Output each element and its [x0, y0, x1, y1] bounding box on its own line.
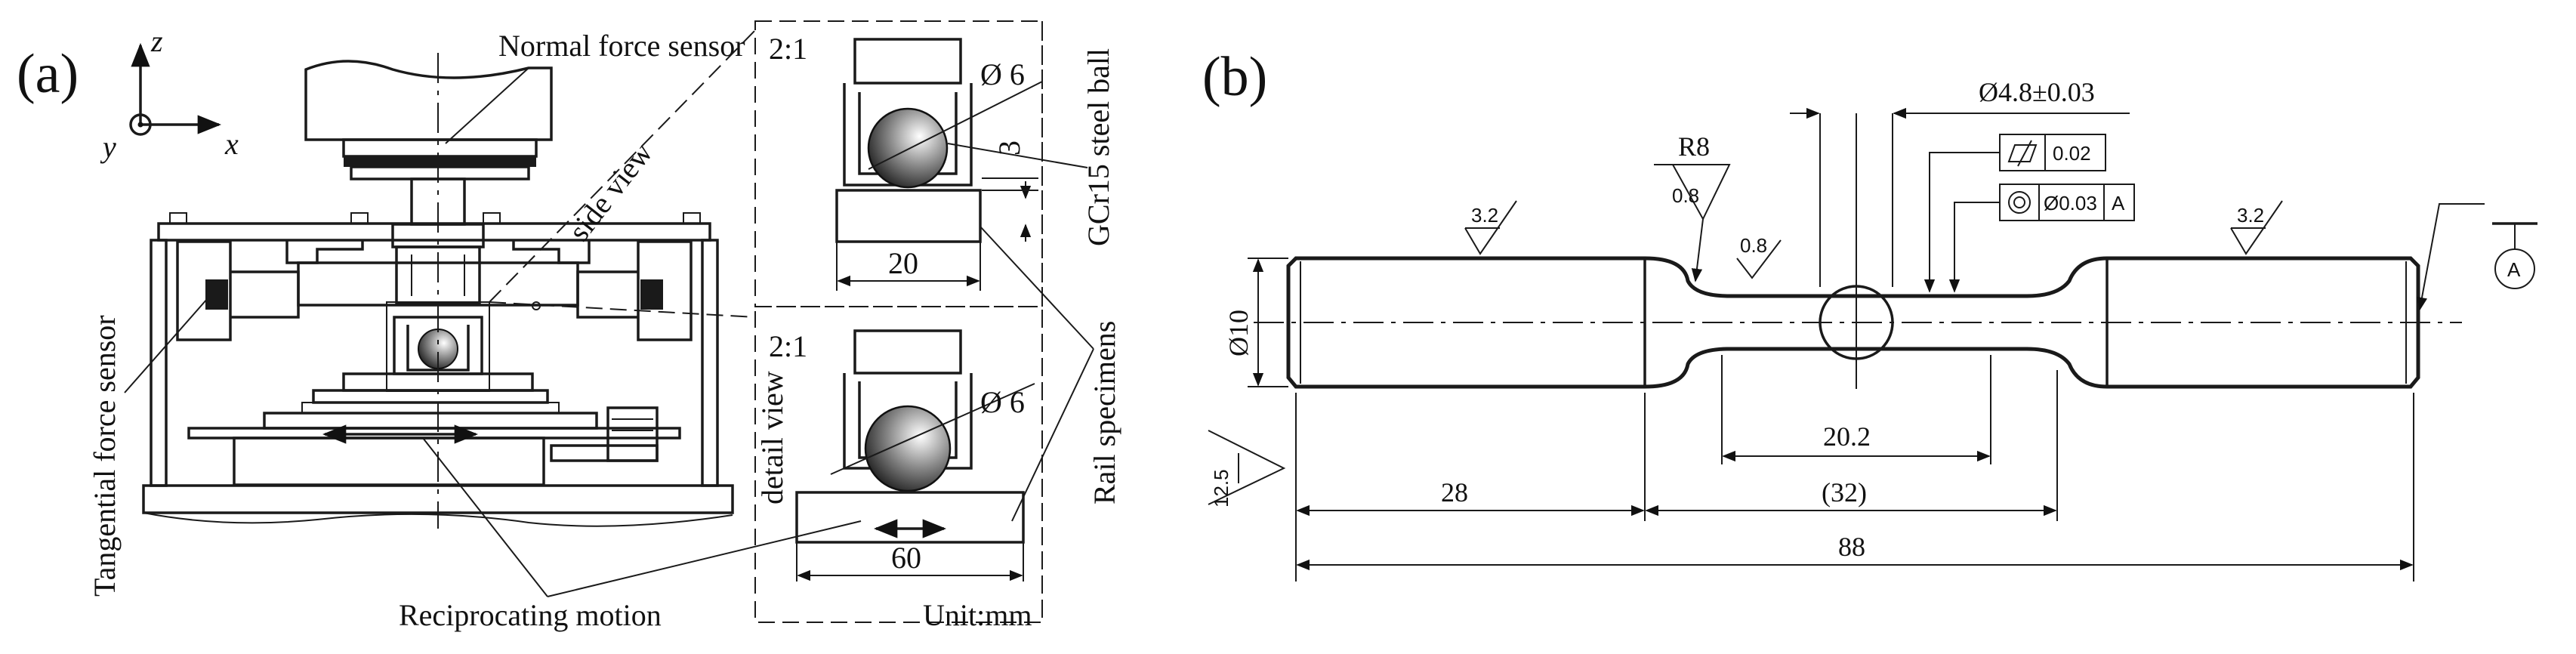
dim-88-label: 88: [1838, 532, 1865, 562]
reciprocating-leader-2: [547, 520, 862, 597]
ball-dia-top-label: Ø 6: [980, 57, 1025, 91]
side-view-guide: [489, 29, 756, 303]
datum-a-label: A: [2507, 258, 2521, 281]
rail-specimen-top: [835, 189, 982, 243]
tensile-specimen-outline: [1286, 256, 2420, 389]
waist-diameter-label: Ø4.8±0.03: [1979, 77, 2095, 107]
reciprocating-leader-1: [422, 437, 548, 597]
unit-label: Unit:mm: [923, 598, 1032, 632]
steel-ball-bottom: [864, 405, 952, 492]
coordinate-axes: z y x: [100, 24, 239, 164]
roughness-neck-label: 0.8: [1740, 234, 1767, 257]
reciprocating-motion-label: Reciprocating motion: [399, 598, 662, 632]
axis-y-label: y: [100, 130, 116, 164]
normal-force-sensor-label: Normal force sensor: [498, 29, 745, 63]
roughness-left-label: 3.2: [1471, 204, 1498, 227]
roughness-r8-label: 0.8: [1672, 184, 1699, 207]
scale-bottom-label: 2:1: [769, 329, 807, 363]
rail-specimen-bottom: [795, 491, 1025, 544]
steel-ball-label: GCr15 steel ball: [1081, 48, 1115, 246]
detail-panels: 2:1 Ø 6 3 20 2:1 Ø 6: [754, 20, 1088, 632]
tangential-force-sensor-leader: [124, 298, 208, 393]
concentricity-datum-label: A: [2112, 192, 2125, 214]
concentricity-value-label: Ø0.03: [2044, 192, 2097, 214]
dim-20-label: 20: [888, 246, 918, 280]
detail-view-label: detail view: [755, 371, 789, 504]
panel-b-label: (b): [1202, 46, 1267, 108]
rail-specimens-leader-1: [979, 226, 1094, 350]
normal-force-sensor-body: [304, 60, 553, 141]
roughness-right-label: 3.2: [2237, 204, 2264, 227]
panel-a: (a) z y x: [17, 20, 1121, 632]
dim-28-label: 28: [1441, 477, 1468, 507]
rail-specimens-leader-2: [1011, 348, 1094, 522]
dim-32-label: (32): [1822, 477, 1867, 507]
detail-view-guide: [489, 301, 756, 318]
panel-b: (b) Ø4.8±0.03 R8 0.8 0.8 0.02: [1202, 46, 2537, 582]
tribometer-machine: [142, 53, 734, 529]
steel-ball-leader: [947, 143, 1088, 168]
panel-a-label: (a): [17, 43, 79, 105]
axis-x-label: x: [224, 127, 239, 161]
detail-marker: [532, 301, 541, 310]
dim-20-2-label: 20.2: [1823, 421, 1871, 452]
dim-60-label: 60: [891, 541, 921, 575]
concentricity-tolerance-frame: Ø0.03 A: [1948, 184, 2135, 293]
flatness-tolerance-frame: 0.02: [1924, 134, 2106, 293]
cross-section: [1819, 285, 1894, 360]
axis-z-label: z: [150, 24, 163, 58]
datum-a-symbol: A: [2416, 203, 2537, 311]
roughness-general-label: 12.5: [1210, 469, 1232, 507]
dim-3-label: 3: [992, 140, 1026, 156]
tangential-force-sensor-label: Tangential force sensor: [88, 315, 122, 597]
normal-force-sensor-leader: [445, 67, 529, 144]
steel-ball-top: [867, 107, 949, 189]
radius-label: R8: [1678, 131, 1710, 162]
shank-diameter-label: Ø10: [1223, 310, 1254, 356]
general-roughness-symbol: 12.5: [1208, 430, 1286, 507]
ball-dia-bottom-label: Ø 6: [980, 385, 1025, 419]
flatness-value-label: 0.02: [2053, 142, 2091, 165]
side-view-label: side view: [562, 136, 659, 248]
scale-top-label: 2:1: [769, 32, 807, 66]
